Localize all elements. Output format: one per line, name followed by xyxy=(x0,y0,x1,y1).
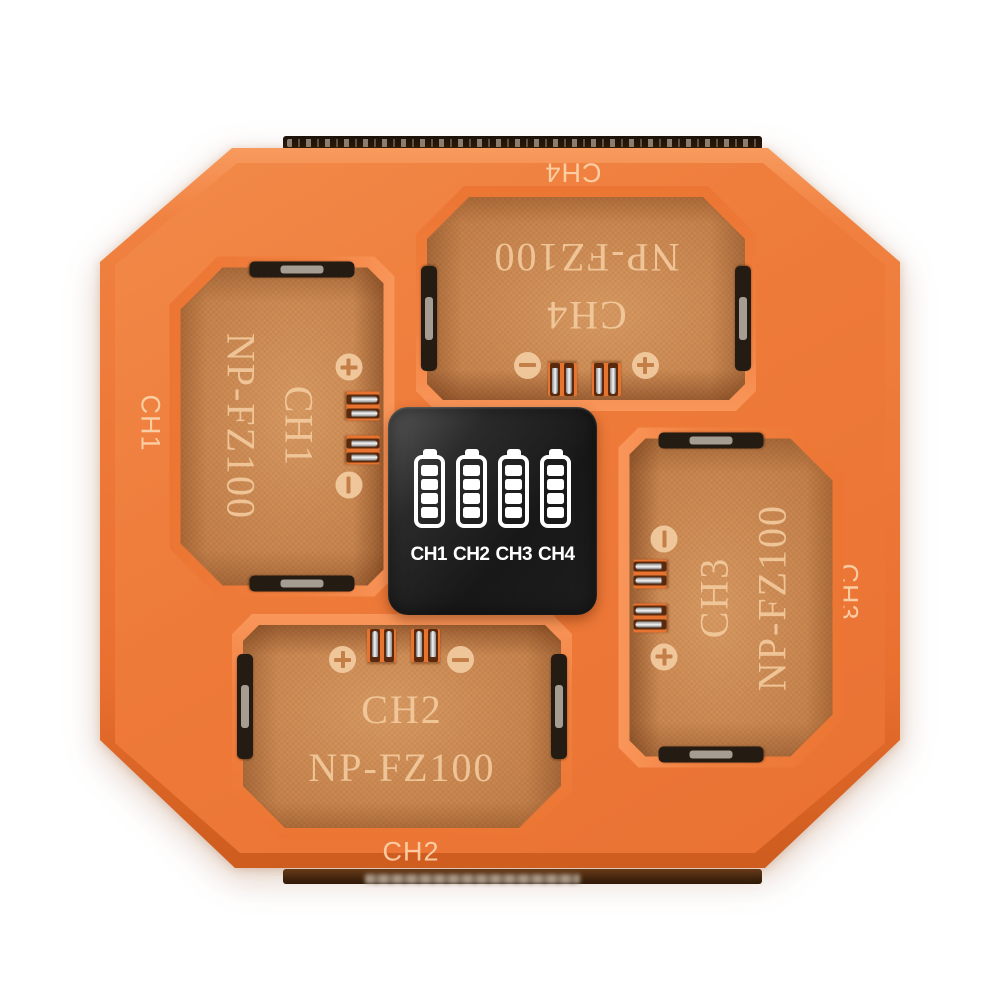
charging-pins xyxy=(411,629,440,662)
battery-level-icon-ch2 xyxy=(456,449,487,528)
battery-level-icon-ch1 xyxy=(414,449,445,528)
plus-circle-icon xyxy=(329,646,356,673)
charging-pins xyxy=(346,435,380,465)
minus-circle-icon xyxy=(335,471,363,499)
plus-circle-icon xyxy=(650,643,678,671)
slot-channel-label: CH3 xyxy=(691,556,737,639)
slot-channel-label: CH2 xyxy=(361,687,443,732)
plus-circle-icon xyxy=(632,352,659,379)
battery-level-icon-ch4 xyxy=(540,449,571,528)
charging-pins xyxy=(548,363,577,396)
slot-channel-label: CH1 xyxy=(276,385,322,468)
slot-floor xyxy=(243,625,561,828)
screen-channel-labels: CH1 CH2 CH3 CH4 xyxy=(388,544,597,566)
edge-label-ch4: CH4 xyxy=(544,157,602,188)
embossed-texture xyxy=(287,139,758,147)
minus-circle-icon xyxy=(447,646,474,673)
charging-pins xyxy=(633,559,667,589)
slot-floor-shadow xyxy=(243,625,561,828)
slot-battery-model-label: NP-FZ100 xyxy=(749,503,795,692)
battery-slot-ch2: CH2 NP-FZ100 xyxy=(232,614,572,839)
screen-label-ch1: CH1 xyxy=(410,544,447,565)
side-label-blur xyxy=(365,874,580,884)
battery-slot-ch1: CH1 NP-FZ100 xyxy=(170,257,395,597)
charging-pins xyxy=(367,629,396,662)
edge-label-ch1: CH1 xyxy=(135,394,166,452)
device-back-edge-bottom xyxy=(283,869,762,884)
screen-label-ch4: CH4 xyxy=(538,544,575,565)
screen-label-ch3: CH3 xyxy=(495,544,533,565)
battery-clip xyxy=(237,654,253,759)
minus-circle-icon xyxy=(514,352,541,379)
minus-circle-icon xyxy=(650,525,678,553)
charging-pins xyxy=(633,603,667,633)
battery-icon-row xyxy=(388,449,597,528)
status-screen: CH1 CH2 CH3 CH4 xyxy=(388,407,597,615)
slot-channel-label: CH4 xyxy=(545,293,627,338)
battery-clip xyxy=(551,654,567,759)
slot-battery-model-label: NP-FZ100 xyxy=(218,332,264,521)
charging-pins xyxy=(346,391,380,421)
slot-battery-model-label: NP-FZ100 xyxy=(308,745,496,790)
charging-pins xyxy=(592,363,621,396)
battery-level-icon-ch3 xyxy=(498,449,529,528)
screen-label-ch2: CH2 xyxy=(452,544,490,565)
battery-slot-ch4: CH4 NP-FZ100 xyxy=(416,186,756,411)
plus-circle-icon xyxy=(335,353,363,381)
device-back-edge-top xyxy=(283,136,762,150)
edge-label-ch2: CH2 xyxy=(382,836,440,867)
battery-slot-ch3: CH3 NP-FZ100 xyxy=(619,428,844,768)
slot-battery-model-label: NP-FZ100 xyxy=(492,235,680,280)
